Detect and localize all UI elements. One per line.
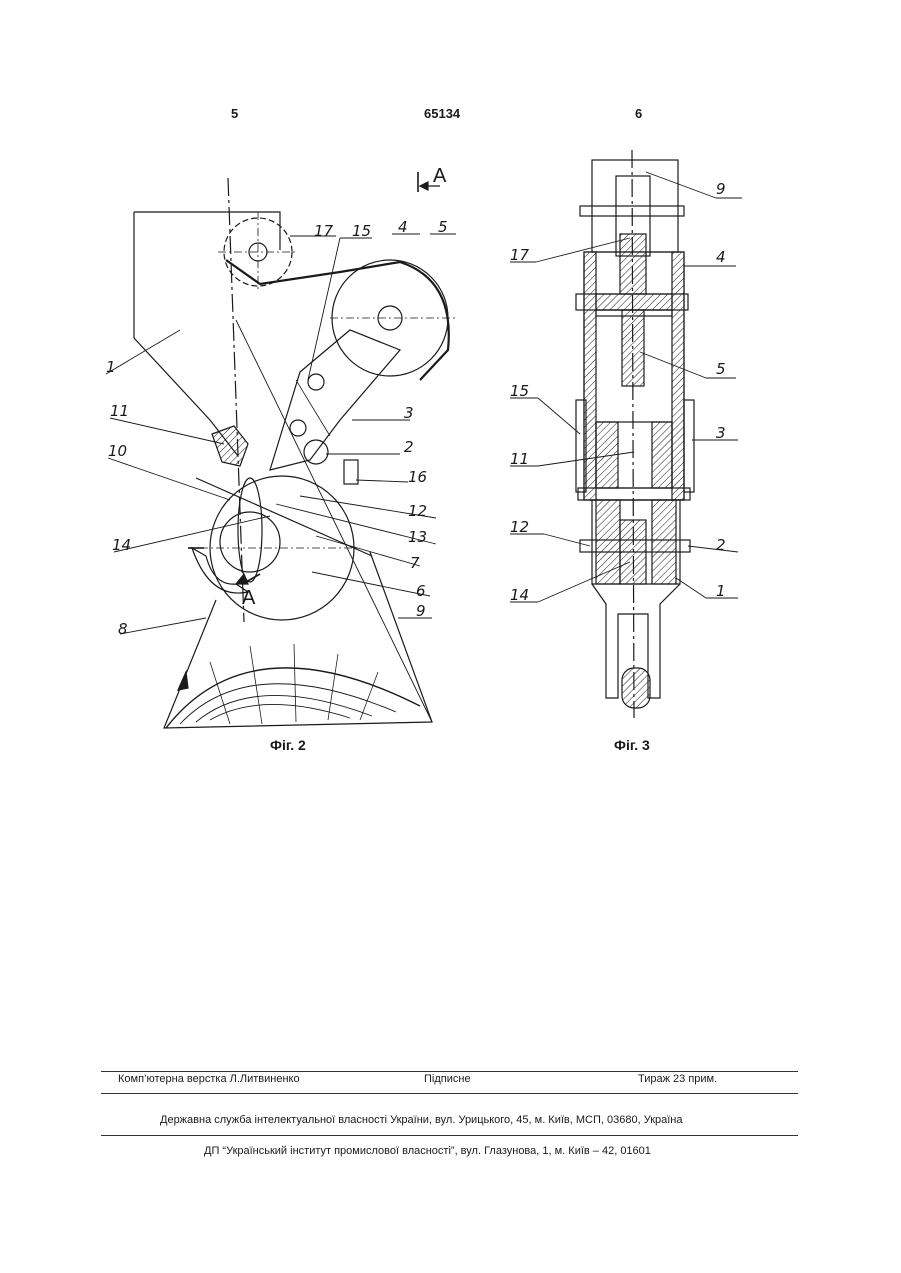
fig2-label-7: 7 (410, 554, 420, 572)
fig2-label-14: 14 (112, 536, 131, 554)
agency-address: Державна служба інтелектуальної власност… (160, 1114, 683, 1126)
fig2-label-1: 1 (106, 358, 116, 376)
housing-wall-right (672, 252, 684, 500)
pin-lower (290, 420, 306, 436)
fig3-label-17: 17 (510, 246, 530, 264)
roller-17-section (620, 234, 646, 294)
fig2-label-12: 12 (408, 502, 427, 520)
bale-section (622, 668, 650, 708)
fig3-label-3: 3 (716, 424, 726, 442)
pulley-5-section (622, 310, 644, 386)
fig3-label-12: 12 (510, 518, 529, 536)
figure-2-labels: 17 15 4 5 1 11 3 2 10 16 12 13 14 7 6 8 … (106, 165, 448, 638)
fig3-label-9: 9 (716, 180, 726, 198)
belt-5 (400, 262, 449, 380)
bracket-16 (344, 460, 358, 484)
belt (226, 260, 400, 284)
fig2-label-3: 3 (404, 404, 414, 422)
fig2-label-9: 9 (416, 602, 426, 620)
fig2-label-10: 10 (108, 442, 127, 460)
fig3-label-2: 2 (716, 536, 726, 554)
fig2-label-8: 8 (118, 620, 128, 638)
center-axis (228, 178, 244, 622)
fig2-label-15: 15 (352, 222, 371, 240)
fig2-label-16: 16 (408, 468, 427, 486)
institute-address: ДП “Український інститут промислової вла… (204, 1145, 651, 1157)
layout-credit: Комп’ютерна верстка Л.Литвиненко (118, 1073, 300, 1085)
fig3-label-14: 14 (510, 586, 529, 604)
lever-3 (270, 330, 400, 470)
fig3-label-4: 4 (716, 248, 726, 266)
bale-top (166, 668, 420, 728)
fig2-section-mark-bottom: A (242, 587, 256, 609)
pin-upper (308, 374, 324, 390)
fig2-label-2: 2 (404, 438, 414, 456)
fig3-label-11: 11 (510, 450, 529, 468)
fig3-label-15: 15 (510, 382, 529, 400)
fig2-label-17: 17 (314, 222, 334, 240)
fig2-label-6: 6 (416, 582, 426, 600)
circulation-note: Тираж 23 прим. (638, 1073, 717, 1085)
figure-3-caption: Фіг. 3 (614, 737, 650, 753)
fig2-section-mark-top: A (433, 165, 447, 187)
footer-rule-top (101, 1071, 798, 1072)
fig3-label-5: 5 (716, 360, 726, 378)
footer-rule-bottom (101, 1135, 798, 1136)
slot-ellipse (238, 478, 262, 582)
fig2-label-11: 11 (110, 402, 129, 420)
figure-2-caption: Фіг. 2 (270, 737, 306, 753)
figure-3-drawing (510, 150, 742, 718)
subscription-note: Підписне (424, 1073, 471, 1085)
part-11 (212, 426, 248, 466)
footer-rule-middle (101, 1093, 798, 1094)
fig2-label-5: 5 (438, 218, 448, 236)
fig2-label-13: 13 (408, 528, 427, 546)
plate-3 (684, 400, 694, 492)
fig2-label-4: 4 (398, 218, 408, 236)
fig3-label-1: 1 (716, 582, 726, 600)
